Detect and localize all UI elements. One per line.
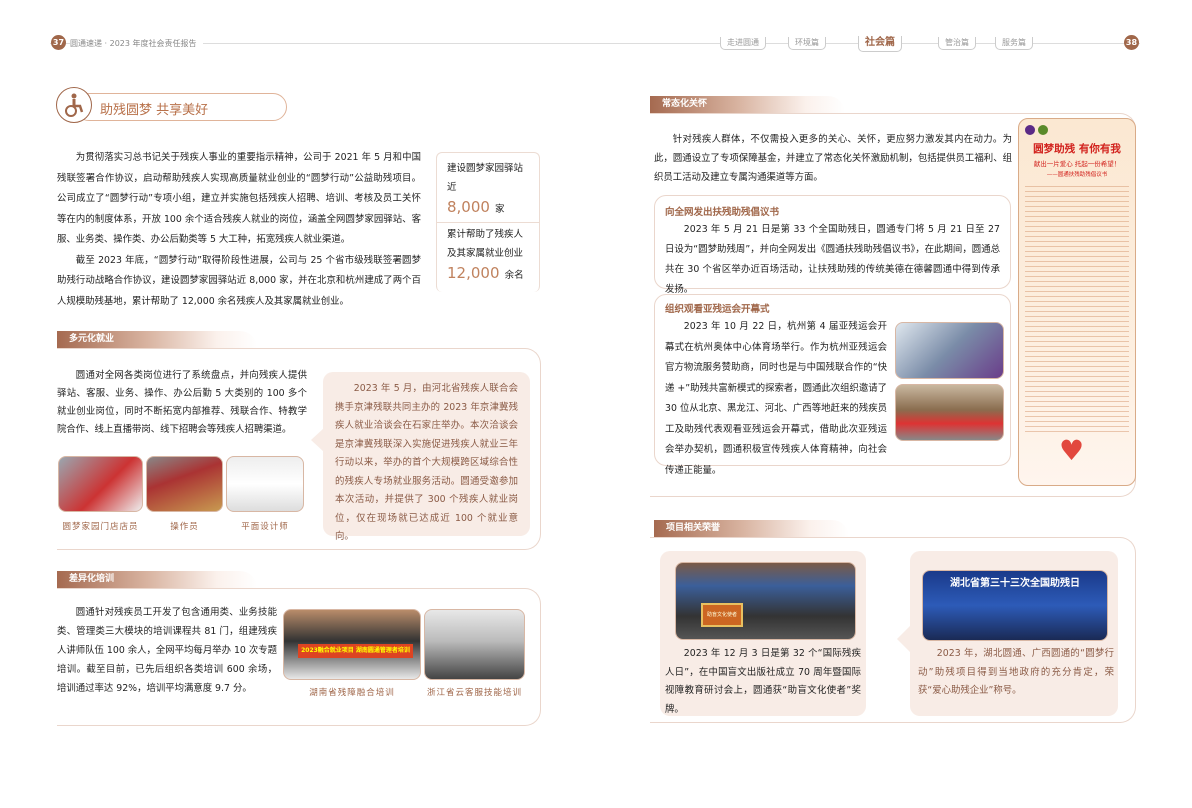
caption-store-clerk: 圆梦家园门店店员: [62, 522, 139, 532]
employment-frame: [57, 348, 541, 550]
stat-card: 建设圆梦家园驿站近 8,000 家 累计帮助了残疾人及其家属就业创业 12,00…: [436, 152, 540, 292]
honor-pointer: [897, 625, 911, 653]
photo-store-clerk: [58, 456, 143, 512]
proposal-box: 向全网发出扶残助残倡议书 2023 年 5 月 21 日是第 33 个全国助残日…: [654, 195, 1011, 295]
photo-designer: [226, 456, 304, 512]
wheelchair-icon: [56, 87, 92, 123]
quote-box: 2023 年 5 月，由河北省残疾人联合会携手京津残联共同主办的 2023 年京…: [323, 372, 530, 542]
nav-service[interactable]: 服务篇: [995, 37, 1033, 50]
training-text: 圆通针对残疾员工开发了包含通用类、业务技能类、管理类三大模块的培训课程共 81 …: [57, 607, 277, 694]
heart-icon: ♥: [1059, 434, 1085, 467]
honors-frame: [650, 537, 1136, 723]
page-number-right: 38: [1124, 35, 1139, 50]
section-employment: 多元化就业: [57, 331, 257, 348]
quote-pointer: [311, 428, 324, 452]
photo-hunan-training: 2023融合就业项目 湖南圆通管理者培训: [283, 609, 421, 680]
training-banner: 2023融合就业项目 湖南圆通管理者培训: [298, 644, 413, 658]
page-title: 助残圆梦 共享美好: [100, 103, 209, 118]
nav-governance[interactable]: 管治篇: [938, 37, 976, 50]
nav-society[interactable]: 社会篇: [858, 36, 902, 52]
photo-group: [895, 384, 1004, 441]
logo-icon: [1025, 125, 1035, 135]
care-text: 针对残疾人群体，不仅需投入更多的关心、关怀，更应努力激发其内在动力。为此，圆通设…: [654, 134, 1012, 183]
report-title: 圆通速递 · 2023 年度社会责任报告: [70, 38, 203, 49]
header-rule: [50, 43, 1140, 44]
page-number-left: 37: [51, 35, 66, 50]
employment-text: 圆通对全网各类岗位进行了系统盘点，并向残疾人提供驿站、客服、业务、操作、办公后勤…: [57, 370, 307, 435]
section-training: 差异化培训: [57, 571, 257, 588]
photo-bus: [895, 322, 1004, 379]
section-care: 常态化关怀: [650, 96, 845, 113]
proposal-poster: 圆梦助残 有你有我 献出一片爱心 托起一份希望！ ——圆通扶残助残倡议书 ♥: [1018, 118, 1136, 486]
section-honors: 项目相关荣誉: [654, 520, 849, 537]
nav-environment[interactable]: 环境篇: [788, 37, 826, 50]
photo-award-ceremony: 助盲文化使者: [675, 562, 856, 640]
training-frame: [57, 588, 541, 726]
plaque: 助盲文化使者: [701, 603, 743, 627]
caption-operator: 操作员: [170, 522, 199, 532]
poster-body: [1025, 186, 1129, 436]
photo-hubei-ceremony: 湖北省第三十三次全国助残日: [922, 570, 1108, 641]
honor-text-1: 2023 年 12 月 3 日是第 32 个“国际残疾人日”，在中国盲文出版社成…: [665, 648, 861, 715]
intro-text: 为贯彻落实习总书记关于残疾人事业的重要指示精神，公司于 2021 年 5 月和中…: [57, 152, 421, 307]
caption-zhejiang: 浙江省云客服技能培训: [426, 688, 522, 698]
emblem-icon: [1038, 125, 1048, 135]
caption-hunan: 湖南省残障融合培训: [309, 688, 395, 698]
hubei-banner: 湖北省第三十三次全国助残日: [950, 578, 1080, 589]
honor-text-2: 2023 年，湖北圆通、广西圆通的“圆梦行动”助残项目得到当地政府的充分肯定，荣…: [918, 648, 1114, 696]
photo-operator: [146, 456, 223, 512]
photo-zhejiang-training: [424, 609, 525, 680]
caption-designer: 平面设计师: [241, 522, 289, 532]
nav-about[interactable]: 走进圆通: [720, 37, 766, 50]
